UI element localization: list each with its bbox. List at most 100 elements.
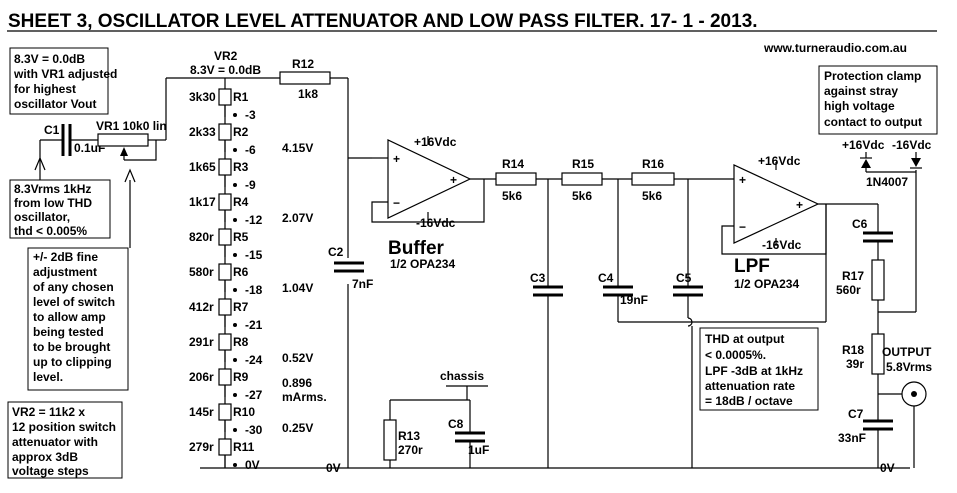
input-coupling-c1: C1 0.1uF bbox=[34, 123, 105, 180]
switch-tap bbox=[233, 288, 237, 292]
switch-tap bbox=[233, 463, 237, 467]
ladder-resistor bbox=[218, 298, 232, 316]
tap-level: -12 bbox=[245, 213, 263, 227]
svg-text:R18: R18 bbox=[842, 343, 864, 357]
note-fine-adjustment: +/- 2dB fine adjustment of any chosen le… bbox=[27, 247, 129, 391]
svg-text:-16Vdc: -16Vdc bbox=[762, 238, 802, 252]
svg-text:8.3Vrms 1kHz: 8.3Vrms 1kHz bbox=[14, 182, 91, 196]
svg-text:Protection clamp: Protection clamp bbox=[824, 69, 921, 83]
resistor-r16: R16 5k6 bbox=[631, 157, 734, 203]
diode-clamp: +16Vdc -16Vdc 1N4007 bbox=[842, 138, 932, 189]
capacitor-c4: C4 19nF bbox=[598, 179, 827, 323]
capacitor-c2: C2 7nF bbox=[328, 157, 373, 291]
svg-text:C5: C5 bbox=[676, 271, 692, 285]
resistor-value: 1k17 bbox=[189, 195, 216, 209]
resistor-value: 279r bbox=[189, 440, 214, 454]
svg-text:level.: level. bbox=[33, 370, 63, 384]
resistor-r14: R14 5k6 bbox=[495, 157, 562, 203]
voltage-label: 1.04V bbox=[282, 281, 313, 295]
svg-text:R16: R16 bbox=[642, 157, 664, 171]
resistor-value: 291r bbox=[189, 335, 214, 349]
note-protection-clamp: Protection clamp against stray high volt… bbox=[818, 65, 938, 135]
ladder-resistor bbox=[218, 368, 232, 386]
switch-tap bbox=[233, 148, 237, 152]
svg-text:+: + bbox=[450, 173, 457, 187]
svg-text:to be brought: to be brought bbox=[33, 340, 110, 354]
svg-text:< 0.0005%.: < 0.0005%. bbox=[705, 348, 766, 362]
resistor-r17: R17 560r bbox=[836, 259, 885, 312]
switch-tap bbox=[233, 218, 237, 222]
tap-level: -24 bbox=[245, 353, 263, 367]
svg-text:THD at output: THD at output bbox=[705, 332, 784, 346]
svg-text:560r: 560r bbox=[836, 283, 861, 297]
resistor-name: R8 bbox=[233, 335, 249, 349]
resistor-name: R10 bbox=[233, 405, 255, 419]
tap-level: -3 bbox=[245, 108, 256, 122]
switch-tap bbox=[233, 113, 237, 117]
voltage-label: 0.25V bbox=[282, 421, 313, 435]
svg-text:R14: R14 bbox=[502, 157, 524, 171]
svg-text:of any chosen: of any chosen bbox=[33, 280, 114, 294]
ladder-resistor bbox=[218, 228, 232, 246]
website-url: www.turneraudio.com.au bbox=[763, 41, 907, 55]
switch-tap bbox=[233, 183, 237, 187]
svg-text:for highest: for highest bbox=[14, 82, 76, 96]
svg-text:1k8: 1k8 bbox=[298, 87, 318, 101]
switch-tap bbox=[233, 428, 237, 432]
resistor-name: R2 bbox=[233, 125, 249, 139]
svg-text:+: + bbox=[796, 198, 803, 212]
svg-text:contact to output: contact to output bbox=[824, 115, 922, 129]
note-reference-level: 8.3V = 0.0dB with VR1 adjusted for highe… bbox=[9, 47, 117, 115]
resistor-value: 412r bbox=[189, 300, 214, 314]
ladder-resistor bbox=[218, 263, 232, 281]
svg-text:8.3V = 0.0dB: 8.3V = 0.0dB bbox=[14, 52, 85, 66]
svg-text:from low THD: from low THD bbox=[14, 196, 92, 210]
resistor-name: R7 bbox=[233, 300, 249, 314]
switch-tap bbox=[233, 253, 237, 257]
ladder-resistor bbox=[218, 88, 232, 106]
voltage-label: 0.896 bbox=[282, 376, 312, 390]
svg-text:attenuation rate: attenuation rate bbox=[705, 379, 795, 393]
svg-text:= 18dB / octave: = 18dB / octave bbox=[705, 394, 793, 408]
svg-text:+16Vdc: +16Vdc bbox=[414, 135, 457, 149]
svg-text:19nF: 19nF bbox=[620, 293, 648, 307]
svg-text:R13: R13 bbox=[398, 429, 420, 443]
tap-level: -30 bbox=[245, 423, 263, 437]
resistor-value: 1k65 bbox=[189, 160, 216, 174]
svg-text:C2: C2 bbox=[328, 245, 344, 259]
svg-text:C4: C4 bbox=[598, 271, 614, 285]
svg-text:being tested: being tested bbox=[33, 325, 104, 339]
ladder-resistor bbox=[218, 438, 232, 456]
note-thd-performance: THD at output < 0.0005%. LPF -3dB at 1kH… bbox=[699, 327, 819, 411]
output-connector: OUTPUT 5.8Vrms bbox=[878, 345, 932, 468]
svg-text:270r: 270r bbox=[398, 443, 423, 457]
svg-text:LPF: LPF bbox=[734, 256, 770, 277]
svg-text:with VR1 adjusted: with VR1 adjusted bbox=[13, 67, 117, 81]
svg-text:+/- 2dB fine: +/- 2dB fine bbox=[33, 250, 98, 264]
svg-text:adjustment: adjustment bbox=[33, 265, 97, 279]
zero-volt-label: 0V bbox=[326, 461, 341, 475]
ladder-resistor bbox=[218, 193, 232, 211]
tap-level: -18 bbox=[245, 283, 263, 297]
svg-text:5k6: 5k6 bbox=[502, 189, 522, 203]
tap-level: -6 bbox=[245, 143, 256, 157]
svg-text:-16Vdc: -16Vdc bbox=[892, 138, 932, 152]
tap-level: -15 bbox=[245, 248, 263, 262]
svg-text:oscillator Vout: oscillator Vout bbox=[14, 97, 96, 111]
capacitor-c5: C5 bbox=[673, 179, 703, 468]
resistor-name: R9 bbox=[233, 370, 249, 384]
svg-text:5k6: 5k6 bbox=[572, 189, 592, 203]
svg-text:C3: C3 bbox=[530, 271, 546, 285]
switch-tap bbox=[233, 323, 237, 327]
resistor-value: 145r bbox=[189, 405, 214, 419]
svg-text:high voltage: high voltage bbox=[824, 99, 895, 113]
vr1-fine-pot: VR1 10k0 lin bbox=[96, 77, 230, 248]
svg-text:C6: C6 bbox=[852, 217, 868, 231]
tap-level: -21 bbox=[245, 318, 263, 332]
svg-text:5k6: 5k6 bbox=[642, 189, 662, 203]
svg-text:LPF -3dB at 1kHz: LPF -3dB at 1kHz bbox=[705, 364, 803, 378]
svg-text:C8: C8 bbox=[448, 417, 464, 431]
svg-text:5.8Vrms: 5.8Vrms bbox=[886, 360, 932, 374]
capacitor-c3: C3 bbox=[530, 179, 563, 468]
